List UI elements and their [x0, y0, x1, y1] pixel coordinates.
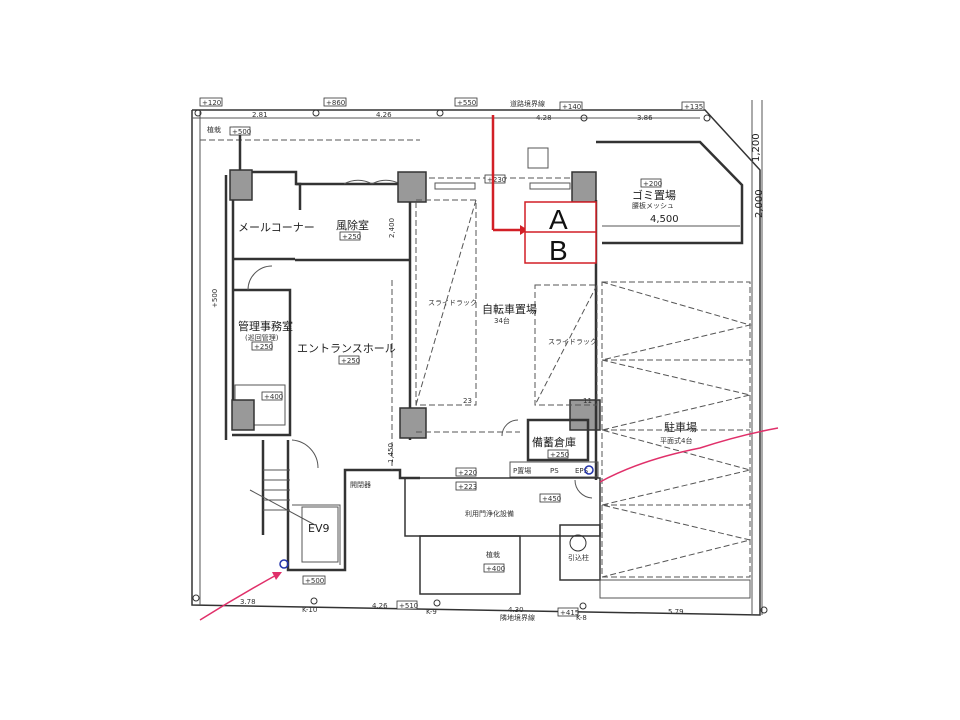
entrance-level: +250	[341, 357, 360, 365]
ps-level: +450	[542, 495, 561, 503]
level-tag: +550	[457, 99, 476, 107]
level-tag: +220	[458, 469, 477, 477]
septic-label: 利用門浄化設備	[465, 509, 514, 518]
bicycle-count: 34台	[494, 316, 510, 325]
dim-top-1: 2.81	[252, 111, 268, 119]
lead-in-pole-label: 引込柱	[568, 553, 589, 562]
office-label: 管理事務室	[238, 319, 293, 333]
level-tag: +400	[264, 393, 283, 401]
grid-markers	[192, 109, 768, 614]
level-tags: +500 +120 +860 +550 +140 +135 +230 +500 …	[199, 97, 705, 617]
dim-bottom-2: 4.26	[372, 602, 388, 610]
level-tag: +120	[202, 99, 221, 107]
parking-label: 駐車場	[664, 420, 697, 434]
garbage-note: 腰板メッシュ	[632, 201, 674, 210]
marker-a: A	[549, 204, 568, 235]
annotations: A B	[199, 115, 779, 621]
p-place-label: P置場	[513, 466, 531, 475]
building-walls	[224, 126, 752, 599]
elevator-label: EV9	[308, 522, 329, 535]
grid-label: K-8	[576, 614, 587, 622]
dim-bottom-1: 3.78	[240, 598, 256, 606]
level-tag: +510	[399, 602, 418, 610]
planting-top-label: 植栽	[207, 125, 221, 134]
arrow-head-icon	[520, 225, 528, 235]
level-tag: +230	[487, 176, 506, 184]
level-tag: +500	[305, 577, 324, 585]
level-tag: +860	[326, 99, 345, 107]
rack-count-left: 23	[463, 397, 472, 405]
mail-corner-label: メールコーナー	[238, 221, 315, 234]
level-tag: +500	[211, 289, 219, 308]
meter-marker-icon	[584, 465, 594, 475]
garbage-area-label: ゴミ置場	[632, 188, 676, 202]
rack-count-right: 11	[583, 397, 592, 405]
slide-rack-right: スライドラック	[548, 338, 597, 346]
dim-bottom-4: 5.79	[668, 608, 684, 616]
dim-top-3: 4.28	[536, 114, 552, 122]
bicycle-parking-label: 自転車置場	[482, 302, 537, 316]
level-tag: +415	[560, 609, 579, 617]
dim-bottom-3: 4.30	[508, 606, 524, 614]
level-tag: +140	[562, 103, 581, 111]
dimensions: 2.81 4.26 4.28 3.86 道路境界線 3.78 4.26 4.30…	[240, 99, 765, 622]
garbage-level: +200	[643, 180, 662, 188]
room-labels: 植栽 メールコーナー 風除室 +250 管理事務室 (巡回管理) +250 エン…	[207, 125, 697, 573]
site-boundary	[191, 100, 763, 616]
dim-top-2: 4.26	[376, 111, 392, 119]
garbage-width-dim: 4,500	[650, 214, 679, 225]
storage-label: 備蓄倉庫	[532, 435, 576, 449]
marker-b: B	[549, 235, 568, 266]
eps-label: EPS	[575, 467, 589, 475]
garbage-side-dim: 1,200	[751, 133, 762, 162]
grid-label: K-9	[426, 608, 437, 616]
hall-depth-dim: 2,400	[388, 218, 396, 238]
windbreak-label: 風除室	[336, 218, 369, 232]
dim-top-4: 3.86	[637, 114, 653, 122]
storage-level: +250	[550, 451, 569, 459]
level-tag: +223	[458, 483, 477, 491]
level-tag: +135	[684, 103, 703, 111]
neighbor-line-label: 隣地境界線	[500, 613, 535, 622]
office-level: +250	[254, 343, 273, 351]
garbage-depth-dim: 2,000	[754, 189, 765, 218]
planting-bottom-label: 植栽	[486, 550, 500, 559]
windbreak-level: +250	[342, 233, 361, 241]
planting-top-level: +500	[232, 128, 251, 136]
grid-label: K-10	[302, 606, 317, 614]
corridor-dim: 1,450	[387, 443, 395, 463]
planting-bottom-level: +400	[486, 565, 505, 573]
office-note: (巡回管理)	[245, 333, 279, 342]
entrance-hall-label: エントランスホール	[297, 342, 396, 355]
parking-note: 平面式4台	[660, 436, 692, 445]
slide-rack-left: スライドラック	[428, 299, 477, 307]
road-line-label: 道路境界線	[510, 99, 545, 108]
ps-label: PS	[550, 467, 559, 475]
switchgear-label: 開閉器	[350, 481, 371, 489]
meter-marker-icon	[279, 559, 289, 569]
